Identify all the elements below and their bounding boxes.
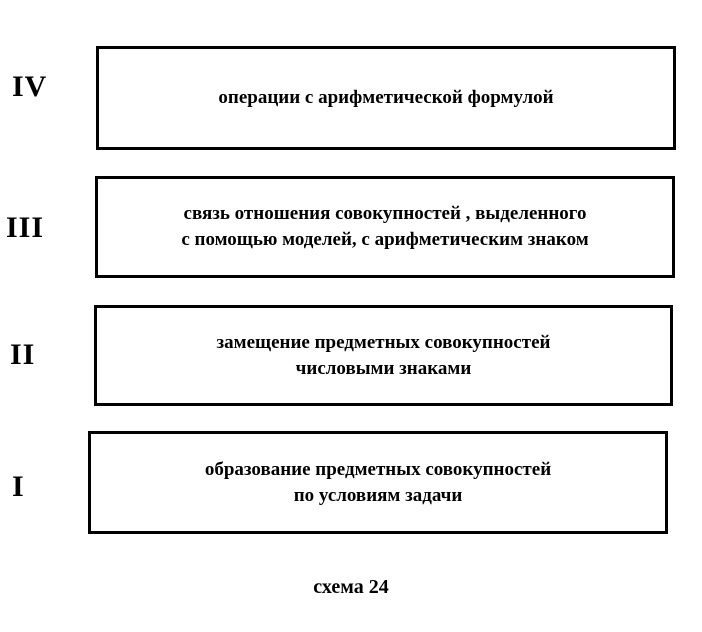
level-box-ii: замещение предметных совокупностей число… [94, 305, 673, 406]
level-text-ii: замещение предметных совокупностей число… [216, 331, 551, 379]
figure-caption: схема 24 [313, 576, 389, 598]
level-text-i: образование предметных совокупностей по … [204, 458, 552, 506]
level-numeral-i: I [12, 470, 25, 503]
level-text-iii: связь отношения совокупностей , выделенн… [181, 203, 589, 250]
level-box-iii: связь отношения совокупностей , выделенн… [95, 176, 675, 278]
level-text-iv: операции с арифметической формулой [218, 87, 554, 108]
level-numeral-iii: III [6, 211, 45, 244]
level-numeral-iv: IV [12, 70, 48, 103]
level-numeral-ii: II [10, 338, 36, 371]
level-box-iv: операции с арифметической формулой [96, 46, 676, 150]
level-box-i: образование предметных совокупностей по … [88, 431, 668, 534]
